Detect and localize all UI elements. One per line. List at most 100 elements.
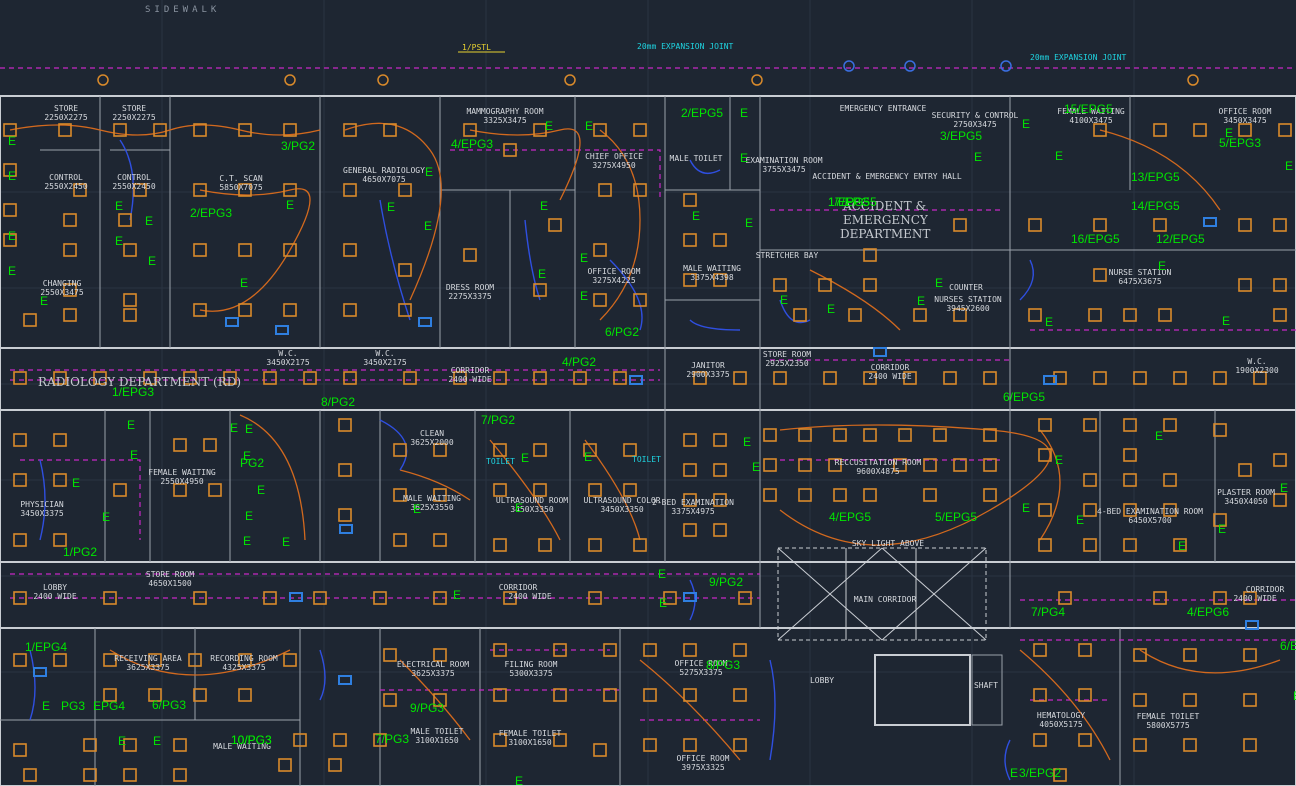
room-size: 3450X2175 <box>363 358 407 367</box>
room-name: ELECTRICAL ROOM <box>397 660 469 669</box>
room-name: FEMALE WAITING <box>1057 107 1125 116</box>
emergency-marker: E <box>740 151 748 165</box>
room-size: 3945X2600 <box>946 304 990 313</box>
light-fixture <box>1133 648 1147 662</box>
room-name: CONTROL <box>117 173 151 182</box>
light-fixture <box>683 193 697 207</box>
emergency-marker: E <box>1293 689 1296 703</box>
circuit-label: PG2 <box>240 456 264 470</box>
circuit-label: 5/EPG3 <box>1219 136 1261 150</box>
light-fixture <box>643 738 657 752</box>
circuit-label: 3/EPG5 <box>940 129 982 143</box>
light-fixture <box>493 643 507 657</box>
light-fixture <box>433 443 447 457</box>
panel-device <box>33 667 47 677</box>
circuit-label: 7/PG2 <box>481 413 515 427</box>
room-size: 3450X3350 <box>600 505 644 514</box>
room-name: STORE <box>122 104 146 113</box>
light-fixture <box>283 653 297 667</box>
light-fixture <box>953 458 967 472</box>
emergency-marker: E <box>8 169 16 183</box>
light-fixture <box>13 653 27 667</box>
light-fixture <box>1033 688 1047 702</box>
panel-device <box>275 325 289 335</box>
light-fixture <box>693 371 707 385</box>
emergency-marker: E <box>243 449 251 463</box>
room-name: STORE ROOM <box>763 350 811 359</box>
light-fixture <box>1033 733 1047 747</box>
light-fixture <box>603 688 617 702</box>
light-fixture <box>1123 503 1137 517</box>
room-size: 6450X5700 <box>1128 516 1172 525</box>
panel-device <box>683 592 697 602</box>
light-fixture <box>1213 591 1227 605</box>
corridor-label: CORRIDOR <box>1246 585 1285 594</box>
emergency-marker: E <box>257 483 265 497</box>
light-fixture <box>1193 123 1207 137</box>
corridor-labels: CORRIDOR 2400 WIDE CORRIDOR 2400 WIDE CO… <box>33 283 1284 690</box>
circuit-label: 8/PG2 <box>321 395 355 409</box>
light-fixture <box>103 653 117 667</box>
light-fixture <box>683 688 697 702</box>
light-fixture <box>1238 463 1252 477</box>
panel-device <box>873 347 887 357</box>
panel-device <box>629 375 643 385</box>
room-size: 4100X3475 <box>1069 116 1113 125</box>
light-fixture <box>588 591 602 605</box>
emergency-marker: E <box>1045 315 1053 329</box>
light-fixture <box>1273 278 1287 292</box>
light-fixture <box>1153 218 1167 232</box>
light-fixture <box>1213 423 1227 437</box>
room-size: 3625X3375 <box>411 669 455 678</box>
light-fixture <box>1183 648 1197 662</box>
circuit-label: 4/EPG6 <box>1187 605 1229 619</box>
light-fixture <box>1173 538 1187 552</box>
room-name: CONTROL <box>49 173 83 182</box>
light-fixture <box>1133 371 1147 385</box>
light-fixture <box>923 488 937 502</box>
circuit-label: 4/EPG3 <box>451 137 493 151</box>
emergency-marker: E <box>8 264 16 278</box>
emergency-marker: E <box>585 119 593 133</box>
light-fixture <box>1088 308 1102 322</box>
light-fixture <box>1273 493 1287 507</box>
light-fixture <box>113 123 127 137</box>
room-size: 5850X7075 <box>219 183 263 192</box>
light-fixture <box>1273 218 1287 232</box>
light-fixture <box>398 303 412 317</box>
light-fixtures <box>3 123 1292 782</box>
panel-device <box>418 317 432 327</box>
light-fixture <box>828 458 842 472</box>
light-fixture <box>913 308 927 322</box>
light-fixture <box>13 433 27 447</box>
light-fixture <box>898 428 912 442</box>
emergency-marker: E <box>515 774 523 786</box>
light-fixture <box>683 273 697 287</box>
light-fixture <box>1183 738 1197 752</box>
light-fixture <box>333 733 347 747</box>
emergency-marker: E <box>127 418 135 432</box>
light-fixture <box>123 738 137 752</box>
room-name: FEMALE TOILET <box>1137 712 1200 721</box>
room-name: FEMALE WAITING <box>148 468 216 477</box>
circuit-label: PG3 <box>61 699 85 713</box>
light-fixture <box>533 371 547 385</box>
room-name: JANITOR <box>691 361 725 370</box>
room-name: ULTRASOUND ROOM <box>496 496 568 505</box>
light-fixture <box>328 758 342 772</box>
light-fixture <box>773 278 787 292</box>
light-fixture <box>433 591 447 605</box>
room-name: W.C. <box>375 349 394 358</box>
room-name: HEMATOLOGY <box>1037 711 1085 720</box>
light-fixture <box>398 183 412 197</box>
light-fixture <box>13 743 27 757</box>
light-fixture <box>203 438 217 452</box>
light-fixture <box>433 693 447 707</box>
light-fixture <box>493 443 507 457</box>
room-name: FILING ROOM <box>505 660 558 669</box>
light-fixture <box>933 428 947 442</box>
emergency-marker: E <box>584 450 592 464</box>
light-fixture <box>303 371 317 385</box>
room-size: 3625X3375 <box>126 663 170 672</box>
